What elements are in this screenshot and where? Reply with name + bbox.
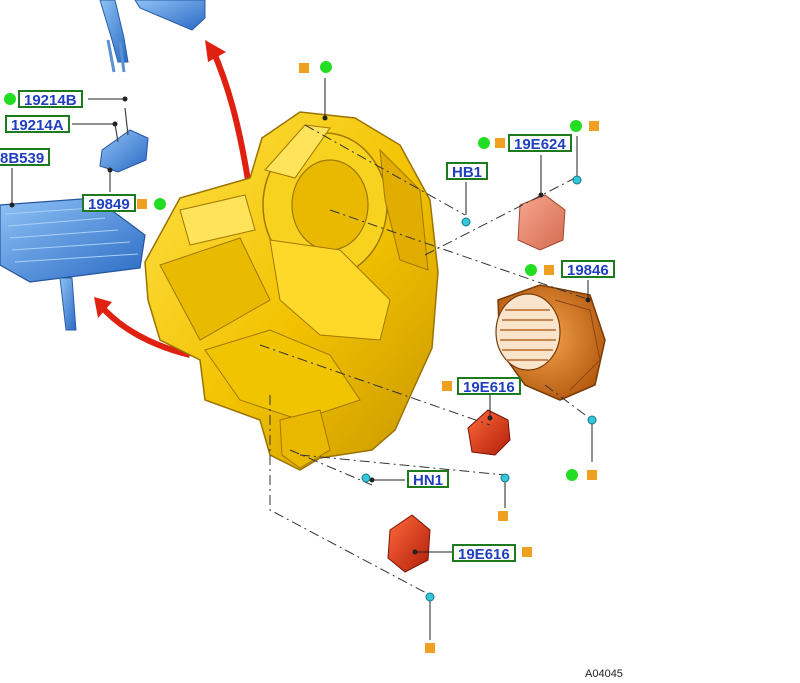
actuator-19e616-upper-part	[467, 409, 511, 456]
callout-18b539[interactable]: 8B539	[0, 148, 51, 167]
callout-hb1[interactable]: HB1	[446, 162, 489, 181]
status-square-orange	[299, 63, 309, 73]
status-square-orange	[137, 199, 147, 209]
status-dot-green	[566, 469, 578, 481]
status-dot-green	[570, 120, 582, 132]
status-dot-green	[4, 93, 16, 105]
actuator-19e616-lower-part	[387, 514, 431, 573]
status-dot-green	[478, 137, 490, 149]
red-arrow-upper	[205, 40, 251, 181]
status-dot-green	[320, 61, 332, 73]
heater-pipes-top	[99, 0, 206, 73]
hvac-housing	[144, 111, 439, 471]
leader-lines	[11, 78, 593, 640]
sensor-19849-part	[99, 107, 149, 173]
callout-19846[interactable]: 19846	[561, 260, 615, 279]
status-dot-green	[154, 198, 166, 210]
status-square-orange	[544, 265, 554, 275]
callout-19214a[interactable]: 19214A	[5, 115, 70, 134]
status-square-orange	[522, 547, 532, 557]
callout-19e616-upper[interactable]: 19E616	[457, 377, 521, 396]
red-arrow-lower	[94, 297, 191, 358]
status-square-orange	[587, 470, 597, 480]
status-square-orange	[498, 511, 508, 521]
callout-19214b[interactable]: 19214B	[18, 90, 83, 109]
actuator-19e624-part	[517, 194, 566, 251]
status-square-orange	[425, 643, 435, 653]
status-square-orange	[442, 381, 452, 391]
status-dot-green	[525, 264, 537, 276]
status-square-orange	[495, 138, 505, 148]
callout-19e624[interactable]: 19E624	[508, 134, 572, 153]
callout-hn1[interactable]: HN1	[407, 470, 450, 489]
assembly-lines	[259, 124, 593, 596]
callout-19849[interactable]: 19849	[82, 194, 136, 213]
callout-19e616-lower[interactable]: 19E616	[452, 544, 516, 563]
blower-motor	[495, 284, 606, 401]
orange-markers	[137, 63, 599, 653]
green-markers	[4, 61, 582, 481]
screw-icons	[361, 175, 597, 602]
figure-id: A04045	[585, 668, 623, 680]
heater-core	[0, 197, 146, 331]
fastener-dots	[9, 96, 591, 555]
status-square-orange	[589, 121, 599, 131]
